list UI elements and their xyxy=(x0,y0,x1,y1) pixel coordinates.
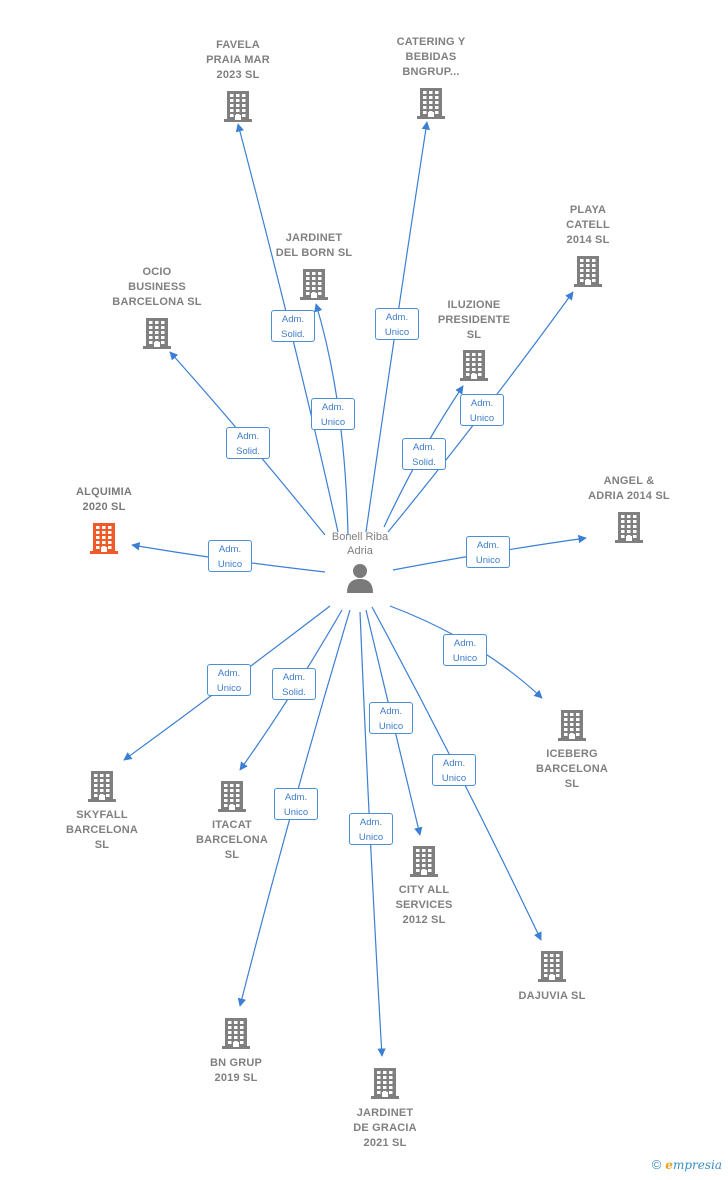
company-ocio[interactable]: OCIO BUSINESS BARCELONA SL xyxy=(82,265,232,350)
building-icon xyxy=(417,88,445,119)
building-icon xyxy=(460,350,488,381)
copyright-symbol: © xyxy=(651,1157,662,1172)
building-icon xyxy=(90,523,118,554)
company-label: PLAYA CATELL 2014 SL xyxy=(566,204,610,246)
company-label: ITACAT BARCELONA SL xyxy=(195,819,269,861)
person-icon xyxy=(347,564,373,593)
building-icon xyxy=(222,1018,250,1049)
brand-logo: empresia xyxy=(665,1158,722,1172)
building-icon xyxy=(558,710,586,741)
role-badge-playa[interactable]: Adm. Unico xyxy=(460,394,504,426)
building-icon xyxy=(143,318,171,349)
company-skyfall[interactable]: SKYFALL BARCELONA SL xyxy=(27,769,177,853)
role-badge-alquimia[interactable]: Adm. Unico xyxy=(208,540,252,572)
company-label: DAJUVIA SL xyxy=(518,990,586,1002)
company-catering[interactable]: CATERING Y BEBIDAS BNGRUP... xyxy=(356,35,506,120)
center-person[interactable]: Bonell Riba Adria xyxy=(305,530,415,594)
role-badge-jardinet-gracia[interactable]: Adm. Unico xyxy=(349,813,393,845)
role-badge-ocio[interactable]: Adm. Solid. xyxy=(226,427,270,459)
company-favela[interactable]: FAVELA PRAIA MAR 2023 SL xyxy=(163,38,313,123)
building-icon xyxy=(300,269,328,300)
company-playa[interactable]: PLAYA CATELL 2014 SL xyxy=(513,203,663,288)
company-label: OCIO BUSINESS BARCELONA SL xyxy=(112,266,202,308)
company-angel[interactable]: ANGEL & ADRIA 2014 SL xyxy=(554,474,704,544)
building-icon xyxy=(218,781,246,812)
edge-favela xyxy=(235,123,339,533)
role-badge-itacat[interactable]: Adm. Solid. xyxy=(272,668,316,700)
company-label: JARDINET DE GRACIA 2021 SL xyxy=(353,1107,417,1149)
company-bngrup[interactable]: BN GRUP 2019 SL xyxy=(161,1016,311,1086)
company-city[interactable]: CITY ALL SERVICES 2012 SL xyxy=(349,844,499,928)
company-jardinet-born[interactable]: JARDINET DEL BORN SL xyxy=(239,231,389,301)
building-icon xyxy=(538,951,566,982)
role-badge-jardinet-born[interactable]: Adm. Unico xyxy=(311,398,355,430)
role-badge-favela[interactable]: Adm. Solid. xyxy=(271,310,315,342)
company-iluzione[interactable]: ILUZIONE PRESIDENTE SL xyxy=(399,298,549,382)
building-icon xyxy=(224,91,252,122)
company-itacat[interactable]: ITACAT BARCELONA SL xyxy=(157,779,307,863)
company-dajuvia[interactable]: DAJUVIA SL xyxy=(477,949,627,1004)
role-badge-iluzione[interactable]: Adm. Solid. xyxy=(402,438,446,470)
building-icon xyxy=(371,1068,399,1099)
company-label: ICEBERG BARCELONA SL xyxy=(535,748,609,790)
company-jardinet-gracia[interactable]: JARDINET DE GRACIA 2021 SL xyxy=(310,1066,460,1151)
company-label: CATERING Y BEBIDAS BNGRUP... xyxy=(396,36,466,78)
company-iceberg[interactable]: ICEBERG BARCELONA SL xyxy=(497,708,647,792)
person-name: Bonell Riba Adria xyxy=(331,531,389,557)
company-label: SKYFALL BARCELONA SL xyxy=(65,809,139,851)
role-badge-iceberg[interactable]: Adm. Unico xyxy=(443,634,487,666)
company-alquimia[interactable]: ALQUIMIA 2020 SL xyxy=(29,485,179,555)
company-label: JARDINET DEL BORN SL xyxy=(275,232,353,259)
company-label: FAVELA PRAIA MAR 2023 SL xyxy=(206,39,270,81)
role-badge-bngrup[interactable]: Adm. Unico xyxy=(274,788,318,820)
role-badge-city[interactable]: Adm. Unico xyxy=(369,702,413,734)
role-badge-dajuvia[interactable]: Adm. Unico xyxy=(432,754,476,786)
building-icon xyxy=(574,256,602,287)
company-label: ALQUIMIA 2020 SL xyxy=(76,486,132,513)
role-badge-catering[interactable]: Adm. Unico xyxy=(375,308,419,340)
company-label: CITY ALL SERVICES 2012 SL xyxy=(395,884,453,926)
company-label: ANGEL & ADRIA 2014 SL xyxy=(588,475,670,502)
building-icon xyxy=(615,512,643,543)
role-badge-angel[interactable]: Adm. Unico xyxy=(466,536,510,568)
company-label: BN GRUP 2019 SL xyxy=(209,1057,263,1084)
company-label: ILUZIONE PRESIDENTE SL xyxy=(437,299,511,341)
building-icon xyxy=(88,771,116,802)
role-badge-skyfall[interactable]: Adm. Unico xyxy=(207,664,251,696)
building-icon xyxy=(410,846,438,877)
footer-brand[interactable]: ©empresia xyxy=(652,1157,722,1172)
